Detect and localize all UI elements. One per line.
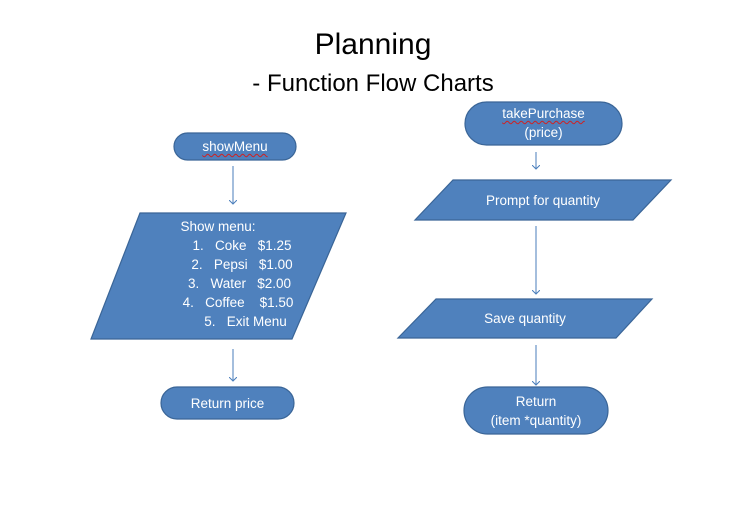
takepurchase-param: (price) [524,125,563,140]
save-quantity-label: Save quantity [484,311,566,326]
prompt-quantity-label: Prompt for quantity [485,193,601,208]
menu-item-exit: 5. Exit Menu [204,314,287,329]
showmenu-label: showMenu [174,137,296,156]
takepurchase-label: takePurchase (price) [465,104,622,142]
menu-item-coke: 1. Coke $1.25 [192,238,292,253]
menu-item-coffee: 4. Coffee $1.50 [182,295,294,310]
return-keyword: Return [515,394,557,409]
menu-heading: Show menu: [180,219,256,234]
page-subtitle: - Function Flow Charts [252,70,494,97]
return-price-terminator [160,386,295,420]
takepurchase-terminator [464,101,623,146]
save-parallelogram [396,298,654,339]
showmenu-text: showMenu [202,139,268,154]
page-title: Planning [314,28,432,61]
return-quantity-label: Return (item *quantity) [464,392,608,430]
prompt-parallelogram [413,179,673,221]
menu-list: Show menu: 1. Coke $1.25 2. Pepsi $1.00 … [118,217,318,331]
menu-item-pepsi: 2. Pepsi $1.00 [191,257,293,272]
return-quantity-terminator [463,386,609,435]
menu-item-water: 3. Water $2.00 [187,276,292,291]
return-expression: (item *quantity) [490,413,582,428]
takepurchase-text: takePurchase [502,106,585,121]
return-price-label: Return price [190,396,265,411]
showmenu-terminator [173,132,297,161]
menu-parallelogram [90,212,347,340]
